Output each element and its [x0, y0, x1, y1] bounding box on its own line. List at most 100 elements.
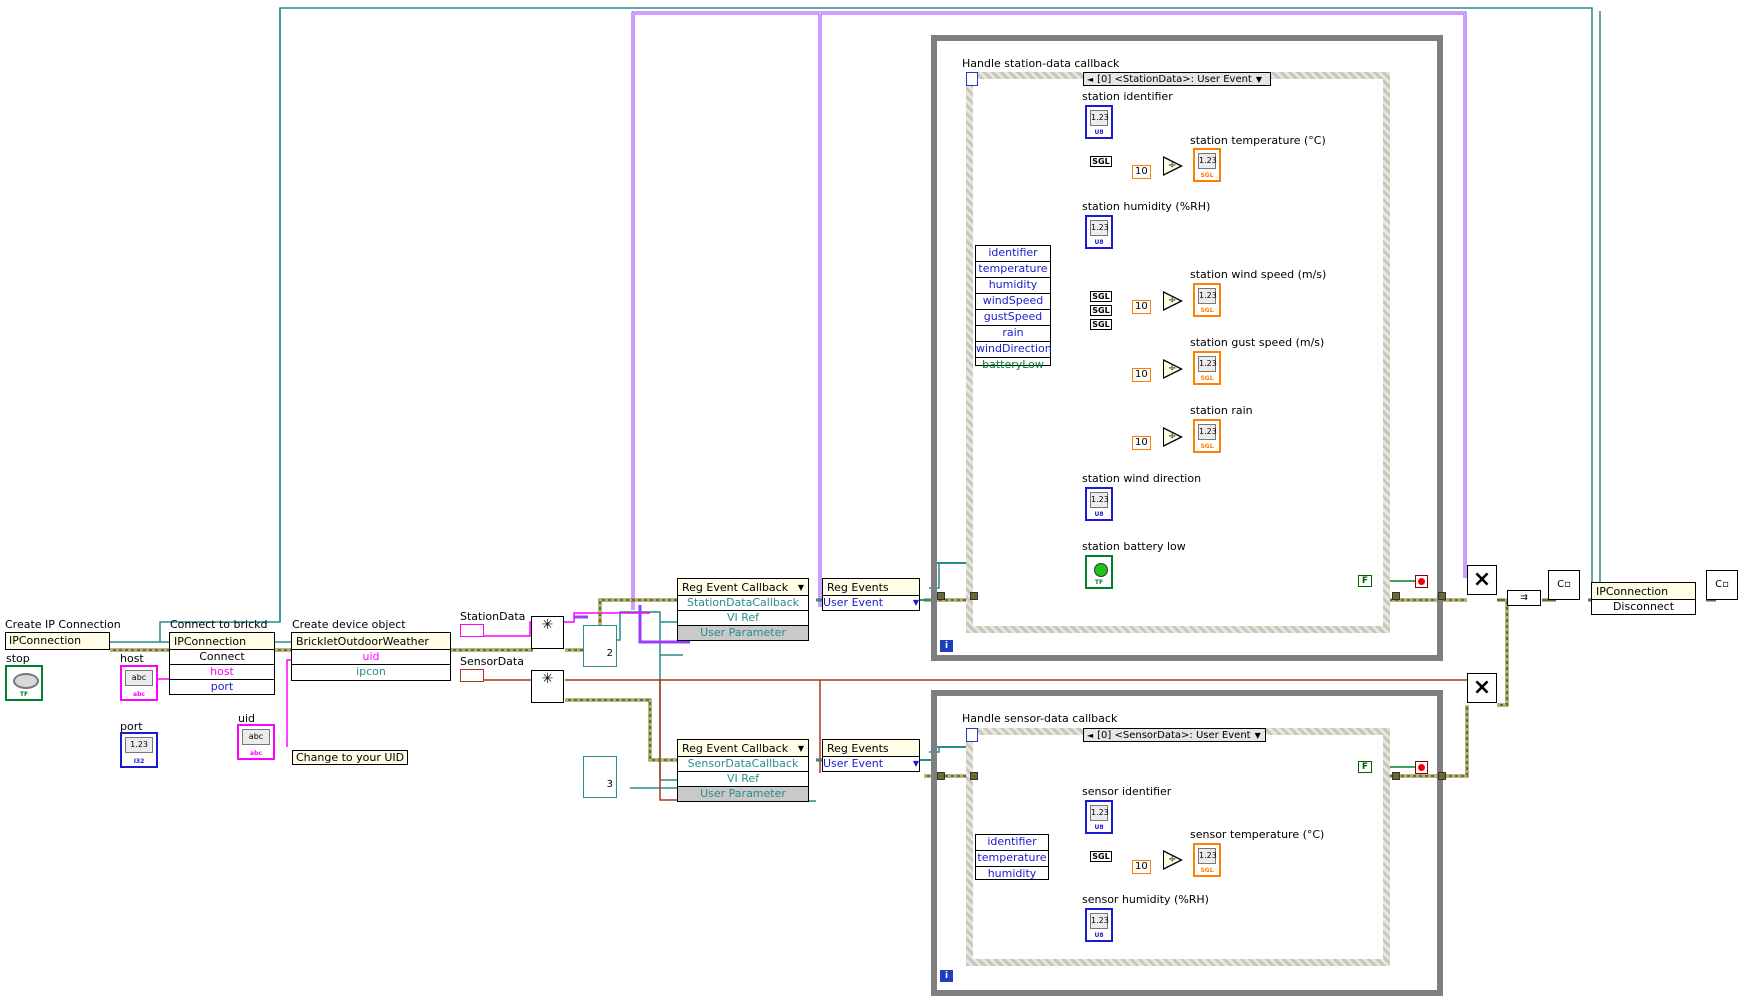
reg-event-callback-node[interactable]: Reg Event Callback▼ StationDataCallback … — [677, 578, 809, 641]
create-ipconnection-node[interactable]: IPConnection — [5, 632, 110, 650]
station-unbundle-node[interactable]: identifier temperature humidity windSpee… — [975, 245, 1052, 371]
indicator-face: 1.23 — [1090, 492, 1109, 508]
stop-label: stop — [6, 652, 30, 665]
indicator-face: 1.23 — [1090, 805, 1109, 821]
tunnel-icon — [937, 592, 945, 600]
unbundle-windspeed: windSpeed — [976, 294, 1050, 310]
disconnect-node[interactable]: IPConnection Disconnect — [1591, 582, 1696, 615]
reg-events-header: Reg Events — [823, 579, 919, 596]
close-ipconnection-icon[interactable]: C▫ — [1706, 570, 1738, 600]
sensor-frame-title: Handle sensor-data callback — [962, 712, 1118, 725]
reg-callback-header: Reg Event Callback▼ — [678, 740, 808, 757]
host-control[interactable]: abc abc — [120, 665, 158, 701]
vi-ref-icon[interactable]: 2 — [583, 625, 617, 667]
indicator-type: U8 — [1094, 824, 1104, 831]
divide-glyph: ÷ — [1168, 431, 1177, 442]
sensor-selector-text: [0] <SensorData>: User Event — [1097, 729, 1251, 741]
uid-face: abc — [242, 729, 270, 745]
unbundle-identifier: identifier — [976, 246, 1050, 262]
unbundle-humidity: humidity — [987, 867, 1037, 880]
sensor-identifier-label: sensor identifier — [1082, 785, 1172, 798]
false-constant: F — [1358, 575, 1372, 587]
merge-errors-icon[interactable]: ⇉ — [1507, 590, 1541, 606]
host-face: abc — [125, 670, 153, 686]
connect-node-header: IPConnection — [170, 633, 274, 650]
indicator-face: 1.23 — [1198, 153, 1217, 169]
tunnel-icon — [1438, 772, 1446, 780]
divisor-constant: 10 — [1132, 860, 1151, 874]
reg-events-title: Reg Events — [827, 580, 889, 594]
to-sgl-icon: SGL — [1090, 156, 1112, 167]
port-face: 1.23 — [125, 737, 153, 753]
station-identifier-label: station identifier — [1082, 90, 1173, 103]
sensor-unbundle-node[interactable]: identifier temperature humidity — [975, 834, 1049, 880]
disconnect-header: IPConnection — [1592, 583, 1695, 600]
to-sgl-icon: SGL — [1090, 305, 1112, 316]
sensor-temperature-label: sensor temperature (°C) — [1190, 828, 1325, 841]
stop-control[interactable]: TF — [5, 665, 43, 701]
divide-icon: ÷ — [1163, 291, 1183, 311]
reg-callback-header: Reg Event Callback▼ — [678, 579, 808, 596]
to-sgl-icon: SGL — [1090, 319, 1112, 330]
sensor-while-loop[interactable] — [931, 690, 1443, 996]
tunnel-icon — [970, 592, 978, 600]
sensordata-constant — [460, 669, 484, 682]
vi-ref-number: 3 — [606, 779, 613, 790]
station-humidity-label: station humidity (%RH) — [1082, 200, 1211, 213]
chevron-down-icon: ▼ — [1255, 74, 1263, 84]
indicator-face: 1.23 — [1198, 848, 1217, 864]
divisor-constant: 10 — [1132, 165, 1151, 179]
port-type: I32 — [133, 758, 145, 765]
indicator-face: 1.23 — [1198, 356, 1217, 372]
uid-label: uid — [238, 712, 256, 725]
create-user-event-icon[interactable]: ✳ — [531, 670, 564, 703]
indicator-type: SGL — [1200, 307, 1214, 314]
stop-condition-icon — [1415, 575, 1428, 588]
divide-icon: ÷ — [1163, 427, 1183, 447]
chevron-down-icon: ▼ — [1254, 730, 1261, 740]
indicator-type: U8 — [1094, 129, 1104, 136]
tunnel-icon — [970, 772, 978, 780]
tunnel-icon — [937, 772, 945, 780]
stop-button-icon — [13, 673, 39, 689]
create-user-event-icon[interactable]: ✳ — [531, 616, 564, 649]
brown-wires — [483, 679, 1471, 801]
station-frame-title: Handle station-data callback — [962, 57, 1120, 70]
uid-control[interactable]: abc abc — [237, 724, 275, 760]
connect-node-title: IPConnection — [174, 634, 247, 648]
vi-ref-icon[interactable]: 3 — [583, 756, 617, 798]
divide-icon: ÷ — [1163, 156, 1183, 176]
close-device-icon[interactable]: C▫ — [1548, 570, 1580, 600]
sensor-event-selector[interactable]: ◄[0] <SensorData>: User Event▼ — [1083, 728, 1266, 742]
reg-events-node[interactable]: Reg Events User Event▼ — [822, 578, 920, 611]
create-weather-node[interactable]: BrickletOutdoorWeather uid ipcon — [291, 632, 451, 681]
false-constant: F — [1358, 761, 1372, 773]
callback-viref-row: VI Ref — [678, 772, 808, 787]
indicator-type: SGL — [1200, 172, 1214, 179]
connect-node[interactable]: IPConnection Connect host port — [169, 632, 275, 695]
reg-event-callback-node[interactable]: Reg Event Callback▼ SensorDataCallback V… — [677, 739, 809, 802]
callback-event-row: StationDataCallback — [678, 596, 808, 611]
weather-ipcon-row: ipcon — [356, 665, 386, 678]
iteration-icon: i — [940, 970, 953, 982]
tunnel-icon — [1438, 592, 1446, 600]
reg-events-node[interactable]: Reg Events User Event▼ — [822, 739, 920, 772]
indicator-type: SGL — [1200, 375, 1214, 382]
callback-viref-row: VI Ref — [678, 611, 808, 626]
destroy-user-event-icon[interactable]: × — [1467, 673, 1497, 703]
station-while-loop[interactable] — [931, 35, 1443, 661]
unbundle-identifier: identifier — [976, 835, 1048, 851]
callback-userparam-row: User Parameter — [678, 787, 808, 801]
port-control[interactable]: 1.23 I32 — [120, 732, 158, 768]
uid-type: abc — [250, 750, 262, 757]
indicator-type: SGL — [1200, 867, 1214, 874]
destroy-user-event-icon[interactable]: × — [1467, 565, 1497, 595]
sensor-humidity-label: sensor humidity (%RH) — [1082, 893, 1209, 906]
station-event-selector[interactable]: ◄[0] <StationData>: User Event▼ — [1083, 72, 1271, 86]
